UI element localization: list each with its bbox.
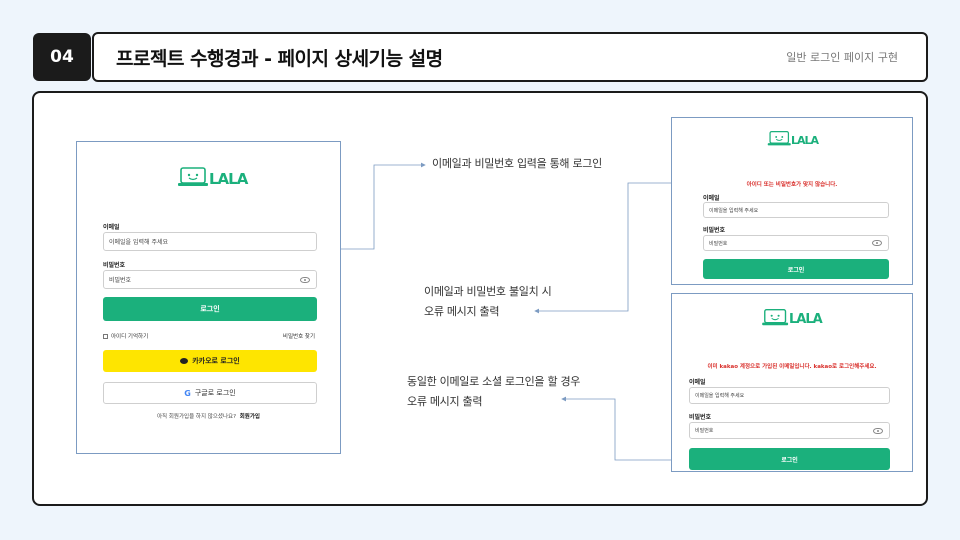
- remember-me[interactable]: 아이디 기억하기: [103, 332, 148, 340]
- laptop-logo-icon: [762, 309, 789, 326]
- password-placeholder: 비밀번호: [695, 428, 714, 434]
- section-number: 04: [33, 33, 91, 81]
- annotation-mismatch-line1: 이메일과 비밀번호 불일치 시: [424, 285, 552, 298]
- password-input[interactable]: 비밀번호: [703, 235, 889, 251]
- password-input[interactable]: 비밀번호: [689, 422, 890, 439]
- email-input[interactable]: 이메일을 입력해 주세요: [103, 232, 317, 251]
- logo: LALA: [177, 166, 248, 188]
- eye-icon[interactable]: [873, 427, 883, 434]
- laptop-logo-icon: [178, 167, 208, 186]
- password-placeholder: 비밀번호: [109, 277, 132, 284]
- signup-link[interactable]: 회원가입: [239, 414, 260, 420]
- find-password-link[interactable]: 비밀번호 찾기: [282, 334, 315, 340]
- password-label: 비밀번호: [689, 414, 712, 421]
- header-bar: 프로젝트 수행경과 - 페이지 상세기능 설명 일반 로그인 페이지 구현: [92, 32, 928, 82]
- page-title: 프로젝트 수행경과 - 페이지 상세기능 설명: [116, 47, 443, 70]
- annotation-social-line2: 오류 메시지 출력: [407, 395, 483, 408]
- annotation-social-line1: 동일한 이메일로 소셜 로그인을 할 경우: [407, 375, 581, 388]
- mismatch-error: 아이디 또는 비밀번호가 맞지 않습니다.: [746, 182, 838, 188]
- eye-icon[interactable]: [872, 240, 882, 246]
- email-input[interactable]: 이메일을 입력해 주세요: [689, 387, 890, 404]
- social-duplicate-error: 이미 kakao 계정으로 가입된 이메일입니다. kakao로 로그인해주세요…: [707, 364, 877, 370]
- kakao-chat-icon: [180, 358, 189, 364]
- remember-label: 아이디 기억하기: [111, 334, 149, 340]
- signup-prompt: 아직 회원가입을 하지 않으셨나요?: [156, 414, 236, 420]
- google-login-button[interactable]: G 구글로 로그인: [103, 382, 317, 404]
- email-input[interactable]: 이메일을 입력해 주세요: [703, 202, 889, 218]
- login-button[interactable]: 로그인: [689, 448, 890, 470]
- login-button[interactable]: 로그인: [103, 297, 317, 321]
- annotation-social: 동일한 이메일로 소셜 로그인을 할 경우 오류 메시지 출력: [407, 372, 580, 412]
- mismatch-panel: LALA 아이디 또는 비밀번호가 맞지 않습니다. 이메일 이메일을 입력해 …: [671, 117, 913, 285]
- social-duplicate-panel: LALA 이미 kakao 계정으로 가입된 이메일입니다. kakao로 로그…: [671, 293, 913, 472]
- login-button[interactable]: 로그인: [703, 259, 889, 279]
- email-label: 이메일: [103, 224, 120, 231]
- email-label: 이메일: [689, 379, 706, 386]
- kakao-button-label: 카카오로 로그인: [192, 357, 240, 365]
- signup-row: 아직 회원가입을 하지 않으셨나요? 회원가입: [77, 412, 340, 420]
- login-panel: LALA 이메일 이메일을 입력해 주세요 비밀번호 비밀번호 로그인 아이디 …: [76, 141, 341, 454]
- password-label: 비밀번호: [703, 227, 726, 234]
- password-label: 비밀번호: [103, 262, 126, 269]
- password-placeholder: 비밀번호: [709, 240, 728, 247]
- checkbox-icon[interactable]: [103, 333, 108, 339]
- logo-text: LALA: [789, 312, 823, 327]
- page-subtitle: 일반 로그인 페이지 구현: [786, 51, 898, 64]
- logo-text: LALA: [791, 134, 819, 147]
- annotation-login: 이메일과 비밀번호 입력을 통해 로그인: [432, 157, 602, 170]
- eye-icon[interactable]: [300, 276, 310, 283]
- password-input[interactable]: 비밀번호: [103, 270, 317, 289]
- google-button-label: 구글로 로그인: [194, 389, 236, 397]
- logo: LALA: [767, 130, 819, 147]
- annotation-mismatch: 이메일과 비밀번호 불일치 시 오류 메시지 출력: [424, 282, 552, 322]
- logo-text: LALA: [209, 170, 248, 188]
- laptop-logo-icon: [767, 131, 791, 146]
- kakao-login-button[interactable]: 카카오로 로그인: [103, 350, 317, 372]
- email-label: 이메일: [703, 195, 720, 202]
- google-g-icon: G: [184, 388, 191, 398]
- annotation-mismatch-line2: 오류 메시지 출력: [424, 305, 500, 318]
- logo: LALA: [761, 308, 823, 327]
